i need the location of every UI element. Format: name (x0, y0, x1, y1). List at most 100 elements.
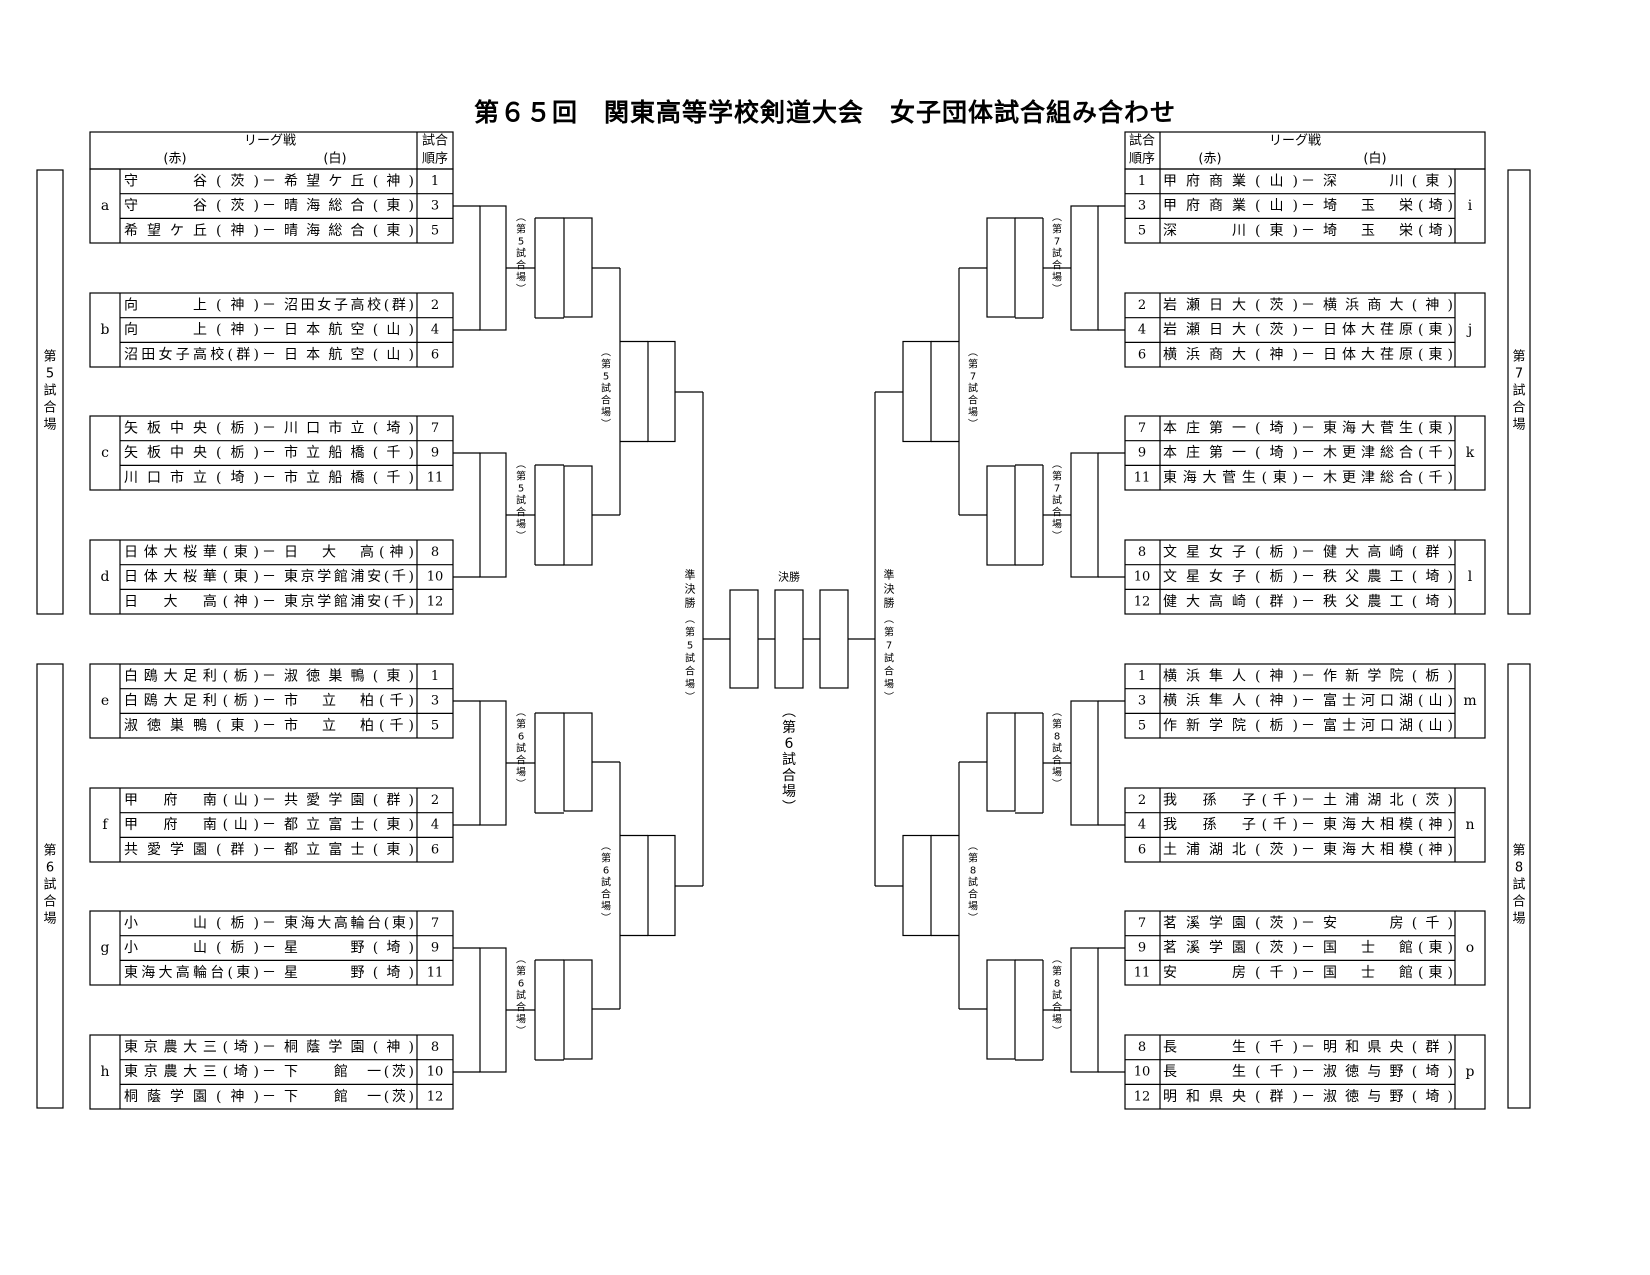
match-red-team: 甲府商業(山) (1163, 198, 1298, 214)
match-order: 10 (1134, 570, 1151, 585)
match-order: 1 (1138, 669, 1146, 684)
left-r1-venue-label-char: 第 (516, 965, 526, 978)
match-order: 12 (427, 594, 444, 609)
right-r1-match-box-4 (1070, 947, 1099, 1073)
left-r2-match-box-2 (563, 465, 593, 566)
left-r1-venue-label-char: 6 (518, 979, 524, 990)
match-order: 12 (1134, 1089, 1151, 1104)
right-r1-match-box-2 (1070, 452, 1099, 578)
left-semifinal-label-char: 準 (685, 568, 696, 582)
venue-box-8-label-char: 場 (1512, 912, 1525, 927)
match-white-team: 秩父農工(埼) (1323, 569, 1453, 585)
right-r1-venue-label-char: 場 (1052, 518, 1062, 531)
venue-box-7-label-char: 第 (1512, 350, 1525, 365)
right-r1-venue-label-char: 8 (1054, 732, 1060, 743)
match-white-team: 市 立 柏(千) (284, 692, 414, 709)
match-order: 3 (1138, 694, 1146, 709)
right-r2-venue-label-char: 7 (970, 372, 976, 383)
match-red-team: 希望ケ丘(神) (124, 223, 259, 239)
left-r2-venue-label-char: 第 (601, 852, 611, 865)
match-order: 4 (1138, 323, 1146, 338)
venue-box-5 (36, 169, 64, 615)
match-white-team: 横浜商大(神) (1323, 297, 1453, 313)
match-white-team: 市 立 柏(千) (284, 717, 414, 734)
right-r1-venue-label-char: ︵ (1052, 955, 1062, 966)
right-r1-venue-label-char: 7 (1054, 484, 1060, 495)
right-r2-match-box-1 (986, 217, 1016, 318)
match-white-team: 淑徳巣鴨(東) (284, 668, 414, 684)
final-venue-label-char: 合 (782, 768, 796, 784)
right-r1-venue-label-char: 第 (1052, 470, 1062, 483)
match-white-team: 淑徳与野(埼) (1323, 1089, 1453, 1105)
right-semifinal-label: 準決勝 (884, 568, 895, 610)
right-r1-venue-label-char: 合 (1052, 259, 1062, 272)
match-white-team: 晴海総合(東) (284, 223, 414, 239)
league-group-id: n (1465, 817, 1474, 833)
right-r1-venue-label-char: ︶ (1052, 531, 1062, 543)
match-dash: － (1301, 544, 1315, 560)
right-r1-match-box-1 (1070, 205, 1099, 331)
left-r1-match-box-2 (479, 452, 507, 578)
match-dash: － (1301, 347, 1315, 363)
left-semifinal-venue-label-char: 場 (685, 678, 695, 691)
match-dash: － (1301, 792, 1315, 808)
left-header-order-top: 試合 (422, 133, 448, 149)
match-red-team: 甲 府 南(山) (124, 792, 259, 808)
league-group-id: f (102, 817, 109, 833)
match-dash: － (262, 445, 276, 461)
match-order: 11 (1134, 965, 1151, 980)
left-semifinal-venue-label-char: 5 (687, 641, 693, 652)
match-order: 7 (431, 916, 439, 931)
match-order: 1 (431, 174, 439, 189)
match-order: 8 (431, 545, 439, 560)
match-white-team: 日 大 高(神) (284, 543, 414, 560)
match-dash: － (262, 792, 276, 808)
match-red-team: 茗溪学園(茨) (1163, 915, 1298, 931)
right-r2-venue-label-char: ︶ (968, 419, 978, 431)
match-red-team: 向 上(神) (124, 297, 259, 313)
match-white-team: 土浦湖北(茨) (1323, 792, 1453, 808)
match-order: 11 (427, 470, 444, 485)
venue-box-7-label-char: 試 (1512, 383, 1525, 399)
right-header-red: (赤) (1198, 152, 1221, 167)
match-dash: － (262, 223, 276, 239)
right-semifinal-venue-label-char: 7 (886, 641, 892, 652)
match-white-team: 作新学院(栃) (1323, 668, 1453, 684)
match-dash: － (1301, 693, 1315, 709)
league-group-id: h (100, 1064, 109, 1080)
match-red-team: 矢板中央(栃) (124, 420, 259, 436)
final-venue-label-char: 6 (785, 736, 794, 752)
match-order: 1 (1138, 174, 1146, 189)
venue-box-7-label-char: 場 (1512, 418, 1525, 433)
final-venue-label-char: ︵ (782, 704, 796, 720)
match-red-team: 健大高崎(群) (1163, 593, 1298, 610)
left-r1-venue-label-char: 試 (516, 247, 526, 260)
left-r2-venue-label-char: 6 (603, 866, 609, 877)
right-r2-venue-label-char: ︵ (968, 348, 978, 359)
right-r1-venue-label-char: 場 (1052, 766, 1062, 779)
match-red-team: 甲府商業(山) (1163, 173, 1298, 189)
match-white-team: 東海大相模(神) (1323, 842, 1453, 858)
match-order: 12 (427, 1089, 444, 1104)
match-red-team: 日体大桜華(東) (124, 544, 259, 560)
match-order: 5 (1138, 223, 1146, 238)
match-order: 11 (427, 965, 444, 980)
match-dash: － (1301, 965, 1315, 981)
match-red-team: 小 山(栃) (124, 915, 259, 931)
match-dash: － (262, 718, 276, 734)
match-red-team: 東京農大三(埼) (124, 1039, 259, 1055)
final-venue-label-char: 試 (782, 752, 796, 768)
venue-box-8 (1507, 663, 1531, 1109)
match-dash: － (1301, 173, 1315, 189)
match-red-team: 東海大菅生(東) (1163, 470, 1298, 486)
left-r2-venue-label-char: 試 (601, 382, 611, 395)
match-white-team: 沼田女子高校(群) (284, 296, 414, 313)
